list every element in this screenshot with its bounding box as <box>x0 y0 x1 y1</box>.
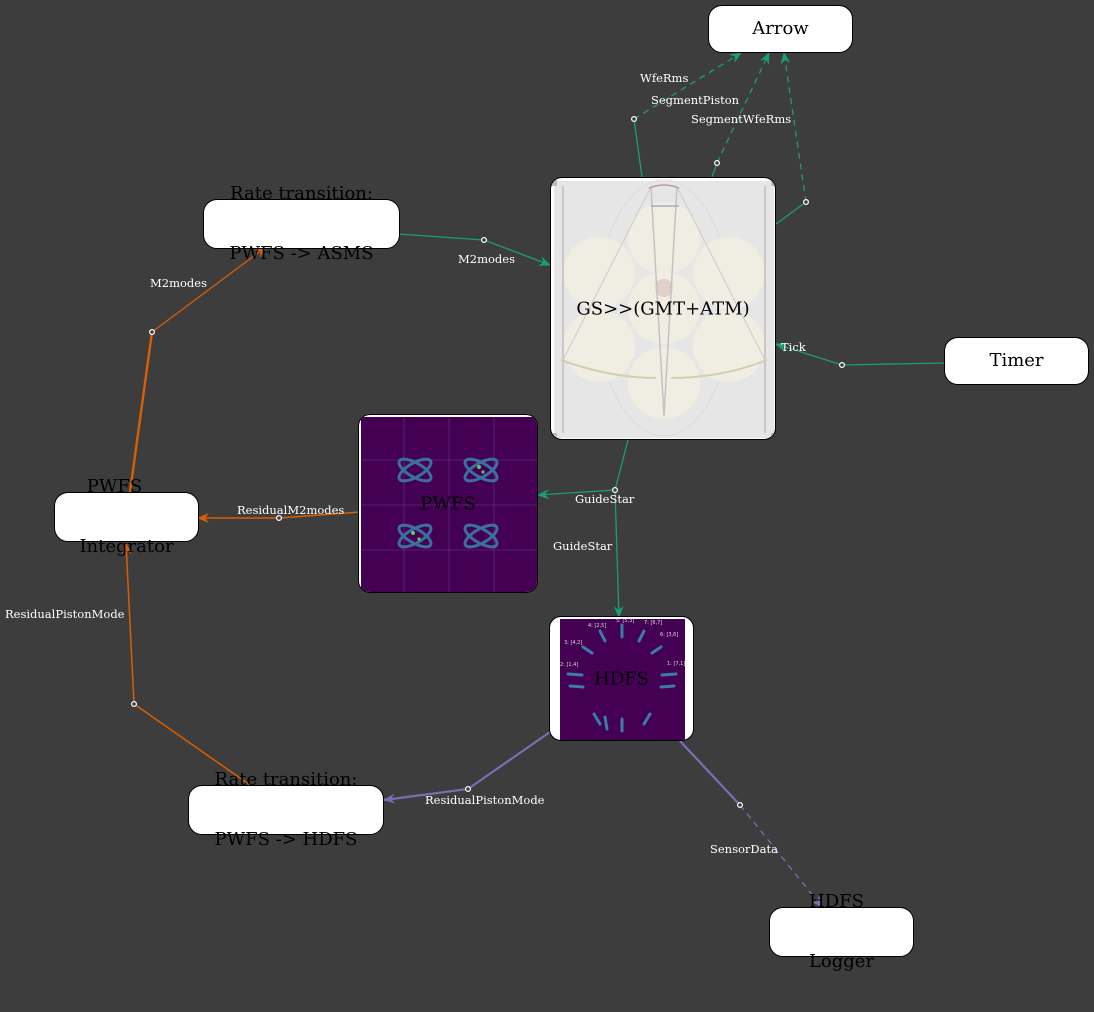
label-segment-wfe-rms: SegmentWfeRms <box>691 112 792 126</box>
label-residual-piston-mode-left: ResidualPistonMode <box>5 607 125 621</box>
node-rate-transition-hdfs[interactable]: Rate transition: PWFS -> HDFS <box>188 770 384 850</box>
label-m2modes-top: M2modes <box>458 252 515 266</box>
edge-segment-wfe-rms <box>775 52 807 225</box>
edge-wfe-rms <box>633 52 742 178</box>
rate-hdfs-line2: PWFS -> HDFS <box>214 829 358 850</box>
label-segment-piston: SegmentPiston <box>651 93 740 107</box>
node-rate-transition-asms[interactable]: Rate transition: PWFS -> ASMS <box>203 184 400 264</box>
pwfs-spot-br <box>463 523 499 549</box>
label-wfe-rms: WfeRms <box>640 71 689 85</box>
edge-sensor-data <box>679 740 823 908</box>
node-timer[interactable]: Timer <box>944 337 1089 385</box>
label-tick: Tick <box>781 340 806 354</box>
edge-m2modes-integrator <box>128 246 267 493</box>
pwfs-spot-tl <box>397 457 433 483</box>
label-guidestar-hdfs: GuideStar <box>553 539 613 553</box>
hdfs-seg-label-5: 5: [5,3] <box>616 618 635 624</box>
node-timer-label: Timer <box>989 350 1044 371</box>
hdfs-seg-label-1: 1: [7,1] <box>667 661 686 667</box>
node-hdfs-label: HDFS <box>594 668 649 689</box>
node-hdfs[interactable]: 5: [5,3] 4: [2,5] 7: [6,7] 6: [3,6] 3: [… <box>549 616 694 741</box>
pwfs-integrator-line2: Integrator <box>79 536 174 557</box>
hdfs-seg-label-3: 3: [4,2] <box>564 640 583 646</box>
edge-guidestar-pwfs <box>537 439 629 500</box>
edge-waypoints <box>131 115 845 808</box>
node-arrow-label: Arrow <box>752 18 809 39</box>
hdfs-seg-label-4: 4: [2,5] <box>588 623 607 629</box>
pwfs-integrator-line1: PWFS <box>86 476 143 497</box>
node-pwfs[interactable]: PWFS <box>358 414 538 593</box>
node-arrow[interactable]: Arrow <box>708 5 853 53</box>
diagram-edges <box>121 52 946 908</box>
rate-asms-line2: PWFS -> ASMS <box>229 243 374 264</box>
label-residual-m2modes: ResidualM2modes <box>237 503 345 517</box>
label-m2modes-left: M2modes <box>150 276 207 290</box>
hdfs-logger-line1: HDFS <box>809 891 864 912</box>
gmt-pupil-illustration <box>551 179 775 439</box>
pwfs-spot-tr <box>463 457 499 483</box>
node-pwfs-label: PWFS <box>420 493 476 514</box>
node-gs-gmt-atm-label: GS>>(GMT+ATM) <box>576 298 750 319</box>
pwfs-frame-illustration <box>361 417 537 592</box>
hdfs-seg-label-7: 7: [6,7] <box>644 620 663 626</box>
edge-guidestar-hdfs <box>613 489 624 618</box>
hdfs-segment-labels: 5: [5,3] 4: [2,5] 7: [6,7] 6: [3,6] 3: [… <box>550 617 693 740</box>
label-guidestar-pwfs: GuideStar <box>575 492 635 506</box>
hdfs-logger-line2: Logger <box>808 951 875 972</box>
node-gs-gmt-atm[interactable]: GS>>(GMT+ATM) <box>550 177 776 440</box>
label-sensor-data: SensorData <box>710 842 778 856</box>
hdfs-frame-illustration <box>560 619 685 740</box>
label-residual-piston-mode-bottom: ResidualPistonMode <box>425 793 545 807</box>
hdfs-seg-label-6: 6: [3,6] <box>660 632 679 638</box>
rate-asms-line1: Rate transition: <box>230 183 373 204</box>
node-pwfs-integrator[interactable]: PWFS Integrator <box>54 477 199 557</box>
hdfs-seg-label-2: 2: [1,4] <box>560 662 579 668</box>
pwfs-spot-bl <box>397 523 433 549</box>
node-hdfs-logger[interactable]: HDFS Logger <box>769 892 914 972</box>
rate-hdfs-line1: Rate transition: <box>214 769 358 790</box>
